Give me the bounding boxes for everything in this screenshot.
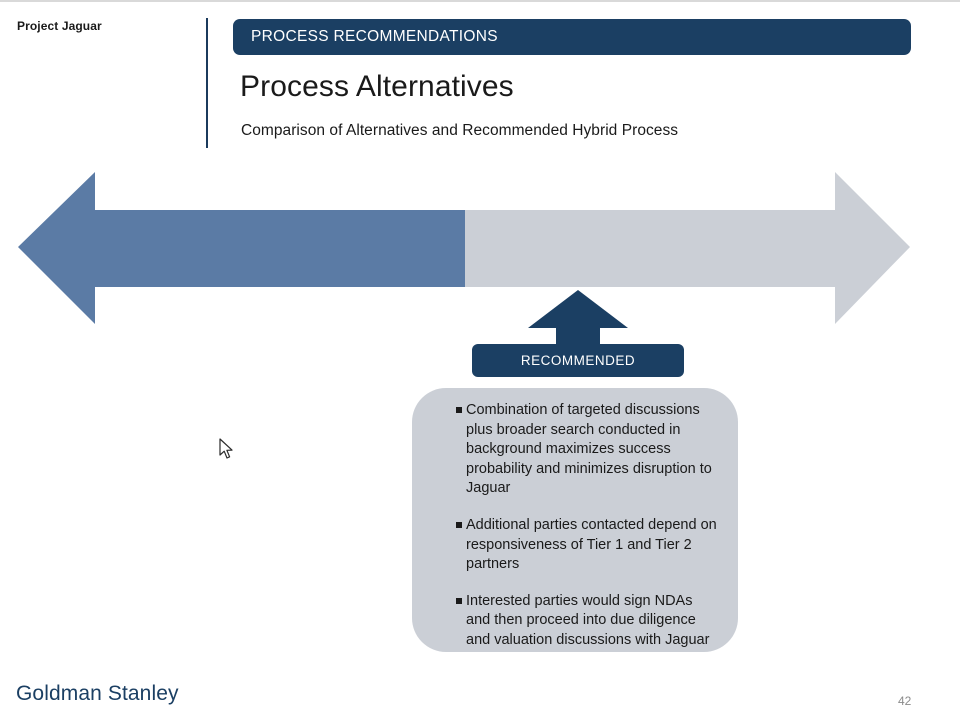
project-tag: Project Jaguar: [17, 19, 102, 33]
recommended-callout: [472, 290, 684, 382]
recommended-badge: RECOMMENDED: [472, 344, 684, 377]
recommendation-details-box: Combination of targeted discussions plus…: [412, 388, 738, 652]
mouse-pointer-icon: [219, 438, 233, 459]
square-bullet-icon: [456, 521, 462, 528]
bullet-text: Additional parties contacted depend on r…: [466, 516, 717, 573]
arrow-up-icon: [528, 290, 628, 346]
bullet-list: Combination of targeted discussions plus…: [434, 401, 720, 651]
bullet-text: Interested parties would sign NDAs and t…: [466, 592, 710, 648]
page-subtitle: Comparison of Alternatives and Recommend…: [241, 122, 679, 139]
arrow-right-segment: [465, 172, 910, 324]
bidirectional-arrow-diagram: [0, 162, 960, 342]
header-vertical-rule: [206, 18, 208, 148]
page-number: 42: [898, 694, 912, 708]
brand-wordmark: Goldman Stanley: [16, 682, 179, 705]
square-bullet-icon: [456, 407, 462, 413]
square-bullet-icon: [456, 597, 462, 604]
list-item: Additional parties contacted depend on r…: [434, 516, 720, 575]
section-eyebrow-label: PROCESS RECOMMENDATIONS: [251, 28, 498, 45]
list-item: Combination of targeted discussions plus…: [434, 401, 720, 499]
list-item: Interested parties would sign NDAs and t…: [434, 592, 720, 651]
arrow-left-segment: [18, 172, 465, 324]
page-title: Process Alternatives: [240, 70, 514, 103]
section-eyebrow-bar: PROCESS RECOMMENDATIONS: [233, 19, 911, 55]
recommended-badge-label: RECOMMENDED: [520, 353, 636, 368]
bullet-text: Combination of targeted discussions plus…: [466, 402, 712, 497]
